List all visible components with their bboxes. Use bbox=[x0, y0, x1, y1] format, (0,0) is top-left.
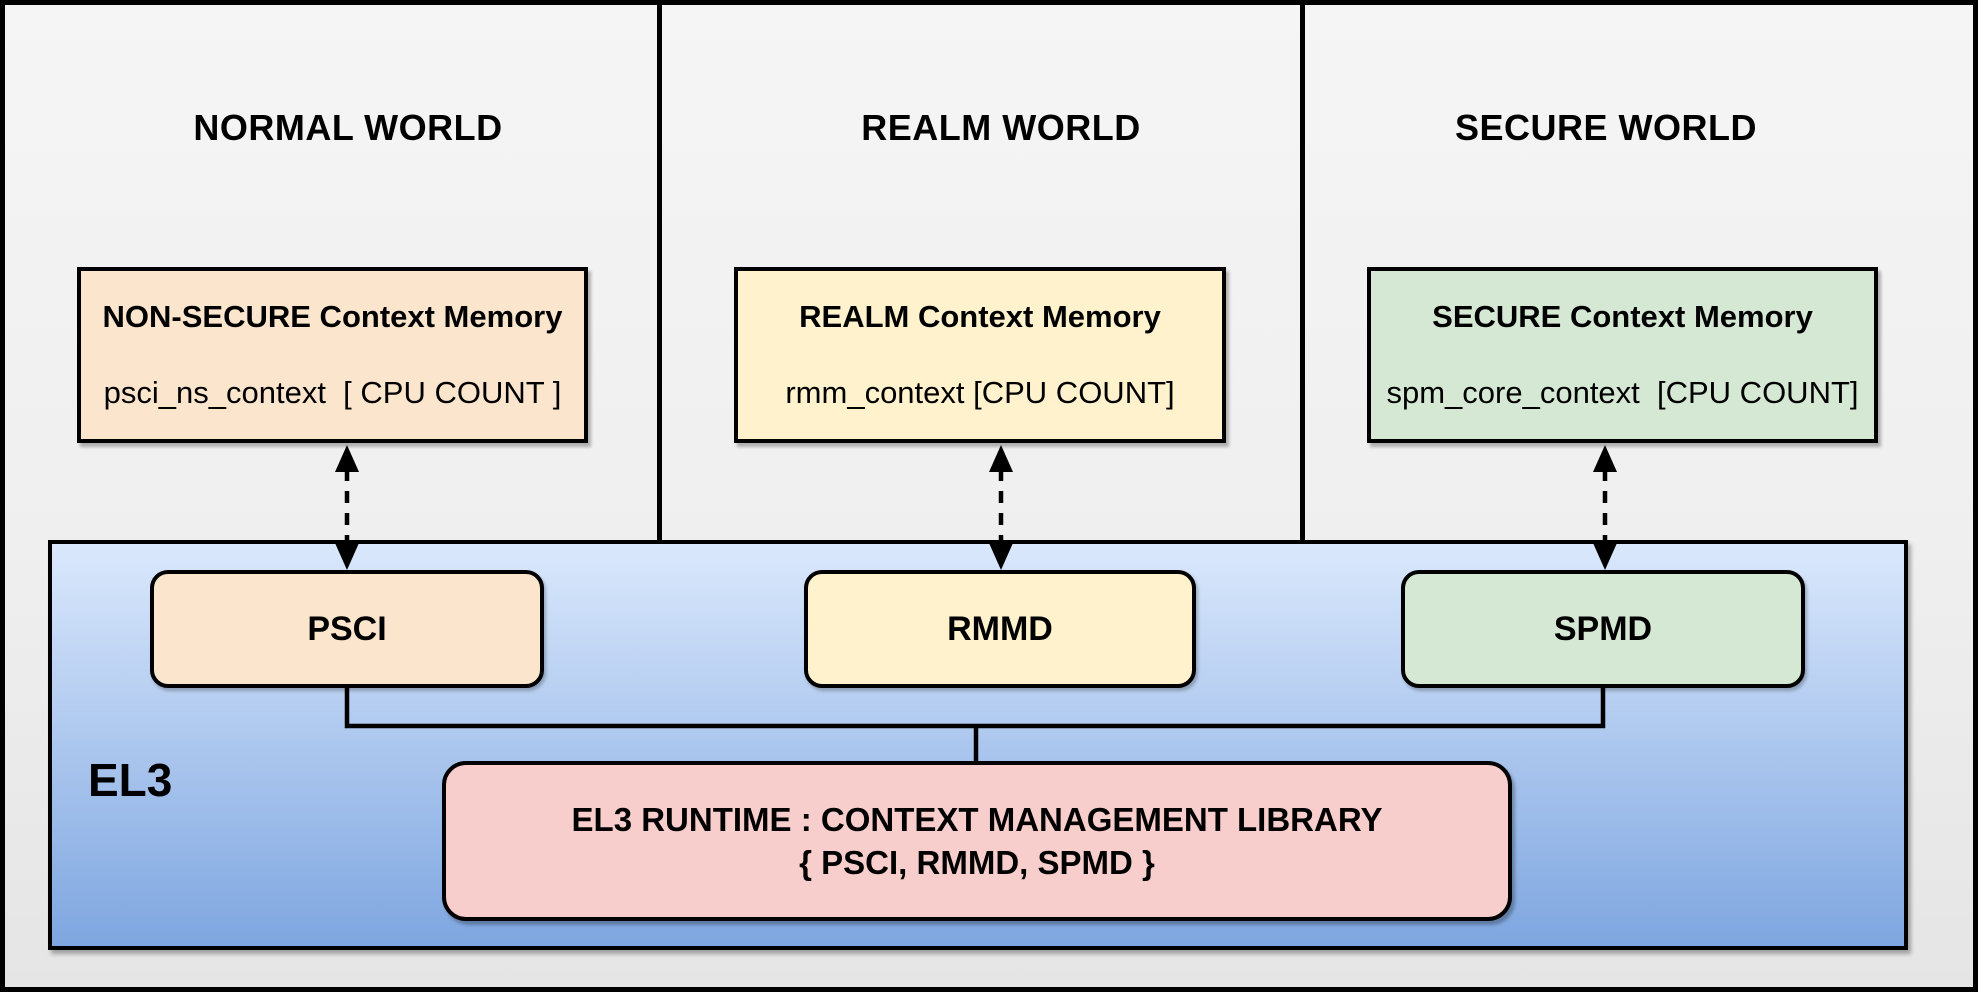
realm-context-memory-box: REALM Context Memory rmm_context [CPU CO… bbox=[734, 267, 1226, 443]
non-secure-context-memory-box: NON-SECURE Context Memory psci_ns_contex… bbox=[77, 267, 588, 443]
realm-context-memory-title: REALM Context Memory bbox=[799, 299, 1161, 334]
arrowhead-up-icon bbox=[335, 445, 359, 472]
secure-context-memory-box: SECURE Context Memory spm_core_context [… bbox=[1367, 267, 1878, 443]
arrowhead-up-icon bbox=[989, 445, 1013, 472]
spmd-dispatcher-box: SPMD bbox=[1401, 570, 1805, 688]
el3-runtime-context-mgmt-library-box: EL3 RUNTIME : CONTEXT MANAGEMENT LIBRARY… bbox=[442, 761, 1512, 921]
secure-context-memory-title: SECURE Context Memory bbox=[1432, 299, 1813, 334]
arrowhead-up-icon bbox=[1593, 445, 1617, 472]
el3-label: EL3 bbox=[88, 754, 173, 806]
normal-world-title: NORMAL WORLD bbox=[193, 107, 503, 148]
psci-ns-context-variable: psci_ns_context [ CPU COUNT ] bbox=[103, 375, 562, 410]
realm-world-title: REALM WORLD bbox=[861, 107, 1141, 148]
non-secure-context-memory-title: NON-SECURE Context Memory bbox=[102, 299, 563, 334]
rmmd-dispatcher-box: RMMD bbox=[804, 570, 1196, 688]
runtime-box-line2: { PSCI, RMMD, SPMD } bbox=[799, 844, 1155, 881]
psci-label: PSCI bbox=[307, 609, 387, 648]
spmd-label: SPMD bbox=[1553, 609, 1653, 648]
panel-divider-normal-realm bbox=[657, 5, 662, 542]
secure-world-title: SECURE WORLD bbox=[1455, 107, 1757, 148]
rmm-context-variable: rmm_context [CPU COUNT] bbox=[785, 375, 1175, 410]
panel-divider-realm-secure bbox=[1300, 5, 1305, 542]
rmmd-label: RMMD bbox=[947, 609, 1053, 648]
spm-core-context-variable: spm_core_context [CPU COUNT] bbox=[1386, 375, 1859, 410]
psci-dispatcher-box: PSCI bbox=[150, 570, 544, 688]
runtime-box-line1: EL3 RUNTIME : CONTEXT MANAGEMENT LIBRARY bbox=[571, 801, 1383, 838]
